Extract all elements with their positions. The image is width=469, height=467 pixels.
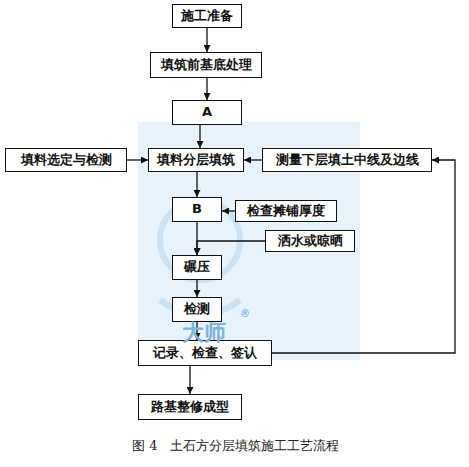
box-text: 检测 (184, 302, 210, 316)
watermark-text: ® (240, 308, 250, 319)
process-box: 碾压 (172, 255, 222, 280)
process-box: A (172, 100, 242, 125)
flow-arrow (206, 78, 207, 100)
start-box: 施工准备 (172, 4, 242, 28)
box-text: 记录、检查、签认 (153, 346, 257, 360)
flow-arrow (197, 241, 265, 255)
box-text: A (202, 105, 212, 119)
box-text: 施工准备 (181, 9, 233, 23)
flow-arrow (272, 160, 455, 353)
box-text: 碾压 (184, 260, 210, 274)
flow-arrow (189, 366, 190, 394)
flow-arrow (196, 172, 197, 197)
input-box: 洒水或晾晒 (265, 230, 355, 252)
flow-arrow (222, 210, 235, 211)
flow-arrow (244, 159, 262, 160)
process-box: 填料分层填筑 (148, 148, 244, 172)
box-text: 填料分层填筑 (157, 153, 235, 167)
box-text: 测量下层填土中线及边线 (276, 153, 419, 167)
flow-arrow (127, 159, 148, 160)
box-text: 检查摊铺厚度 (247, 204, 325, 218)
box-text: 路基整修成型 (151, 400, 229, 414)
box-text: B (192, 202, 202, 216)
input-box: 测量下层填土中线及边线 (262, 148, 432, 172)
watermark-text: 大师 (182, 318, 226, 348)
figure-caption: 图 4 土石方分层填筑施工工艺流程 (132, 437, 339, 455)
flow-arrow (196, 280, 197, 297)
box-text: 填料选定与检测 (21, 153, 112, 167)
process-box: 检测 (172, 297, 222, 322)
check-box: 检查摊铺厚度 (235, 200, 337, 222)
flow-arrow (206, 28, 207, 52)
end-box: 路基整修成型 (138, 394, 242, 420)
input-box: 填料选定与检测 (5, 148, 127, 172)
box-text: 填筑前基底处理 (161, 58, 252, 72)
box-text: 洒水或晾晒 (278, 234, 343, 248)
process-box: 填筑前基底处理 (150, 52, 262, 78)
process-box: B (172, 197, 222, 222)
flow-arrow (199, 125, 200, 148)
